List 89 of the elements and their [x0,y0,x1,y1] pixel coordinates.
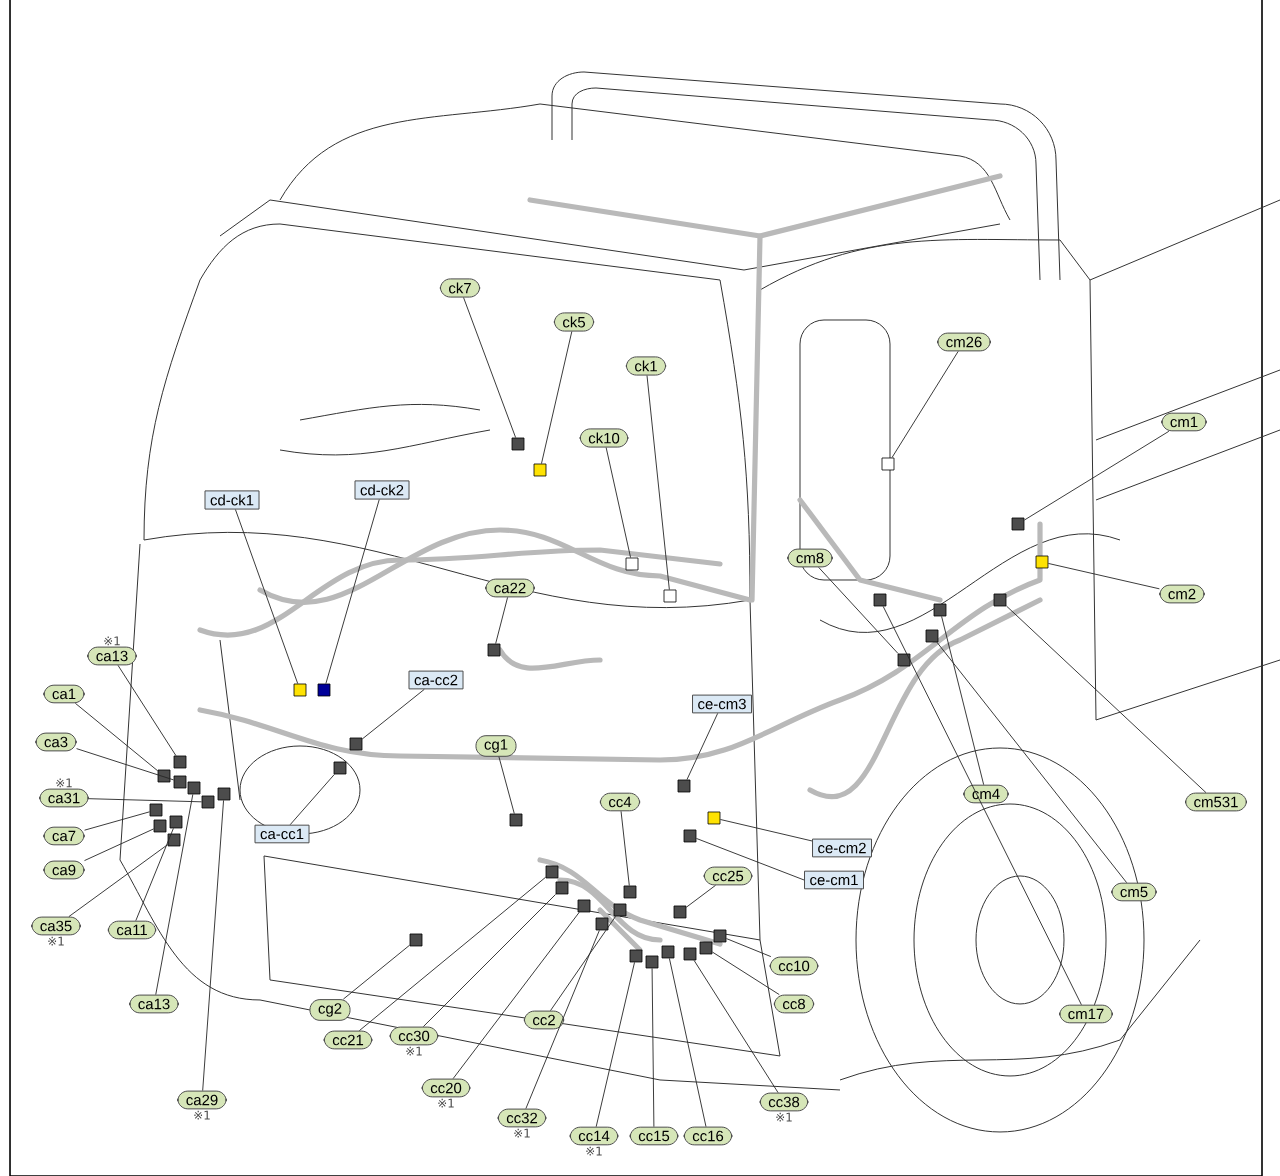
connector-block [187,781,201,795]
connector-block [167,833,181,847]
leader-line [135,827,174,922]
connector-block [713,929,727,943]
leader-line [1023,430,1170,521]
leader-line [891,350,959,459]
connector-block [487,643,501,657]
connector-block [699,941,713,955]
leader-line [235,509,299,685]
leader-line [646,375,670,591]
leader-line [361,688,425,740]
connector-block [349,737,363,751]
connector-block [149,803,163,817]
leader-line [725,938,772,958]
leader-line [525,929,600,1110]
leader-line [498,756,515,815]
connector-block [169,815,183,829]
connector-block [545,865,559,879]
connector-block [173,775,187,789]
connector-block [577,899,591,913]
connector-block [157,769,171,783]
leader-line [422,893,557,1028]
leader-line [719,819,813,842]
leader-line [686,712,719,781]
leader-line [84,811,151,831]
leader-line [711,951,780,996]
connector-block [673,905,687,919]
connector-block [1011,517,1025,531]
leader-line [155,793,194,996]
leader-line [88,798,203,803]
connector-block [613,903,627,917]
leader-line [695,838,805,881]
leader-line [882,605,1082,1006]
connector-block [217,787,231,801]
leader-line [550,915,617,1012]
connector-block [595,917,609,931]
leader-line [342,944,411,1000]
leader-line [941,615,985,786]
connector-block [897,653,911,667]
connector-block [201,795,215,809]
leader-line [74,702,159,772]
connector-block [645,955,659,969]
connector-block [623,885,637,899]
leader-line [1047,563,1160,590]
connector-block [409,933,423,947]
connector-block [677,779,691,793]
leader-line [595,961,635,1128]
leader-line [668,957,707,1128]
connector-block [707,811,721,825]
leader-line [685,884,716,908]
leader-line [463,297,517,439]
leader-line [1005,605,1207,794]
connector-block [873,593,887,607]
connector-block [333,761,347,775]
leader-line [495,596,509,645]
connector-block [625,557,639,571]
leader-line [936,641,1128,884]
connector-block [173,755,187,769]
connector-block [881,457,895,471]
leader-line [818,566,899,655]
leader-line [620,810,630,887]
connector-block [925,629,939,643]
connector-block [509,813,523,827]
connector-block [533,463,547,477]
connector-block [993,593,1007,607]
leader-line [202,799,224,1092]
connector-block [555,881,569,895]
connector-block [293,683,307,697]
leader-line [651,967,655,1128]
leader-line [84,828,155,862]
leader-line [605,447,632,559]
connector-block [629,949,643,963]
connector-block [317,683,331,697]
connector-block [511,437,525,451]
leader-line [358,876,547,1032]
leader-line [693,959,779,1094]
connector-block [1035,555,1049,569]
connector-block [683,829,697,843]
connector-block [663,589,677,603]
leader-line [452,911,580,1080]
connector-block [153,819,167,833]
leader-line [325,499,380,685]
leader-line [541,331,573,465]
leader-line [76,748,175,781]
leader-line [117,664,177,757]
connector-block [933,603,947,617]
connector-block [683,947,697,961]
leader-line [68,844,169,918]
connector-block [661,945,675,959]
